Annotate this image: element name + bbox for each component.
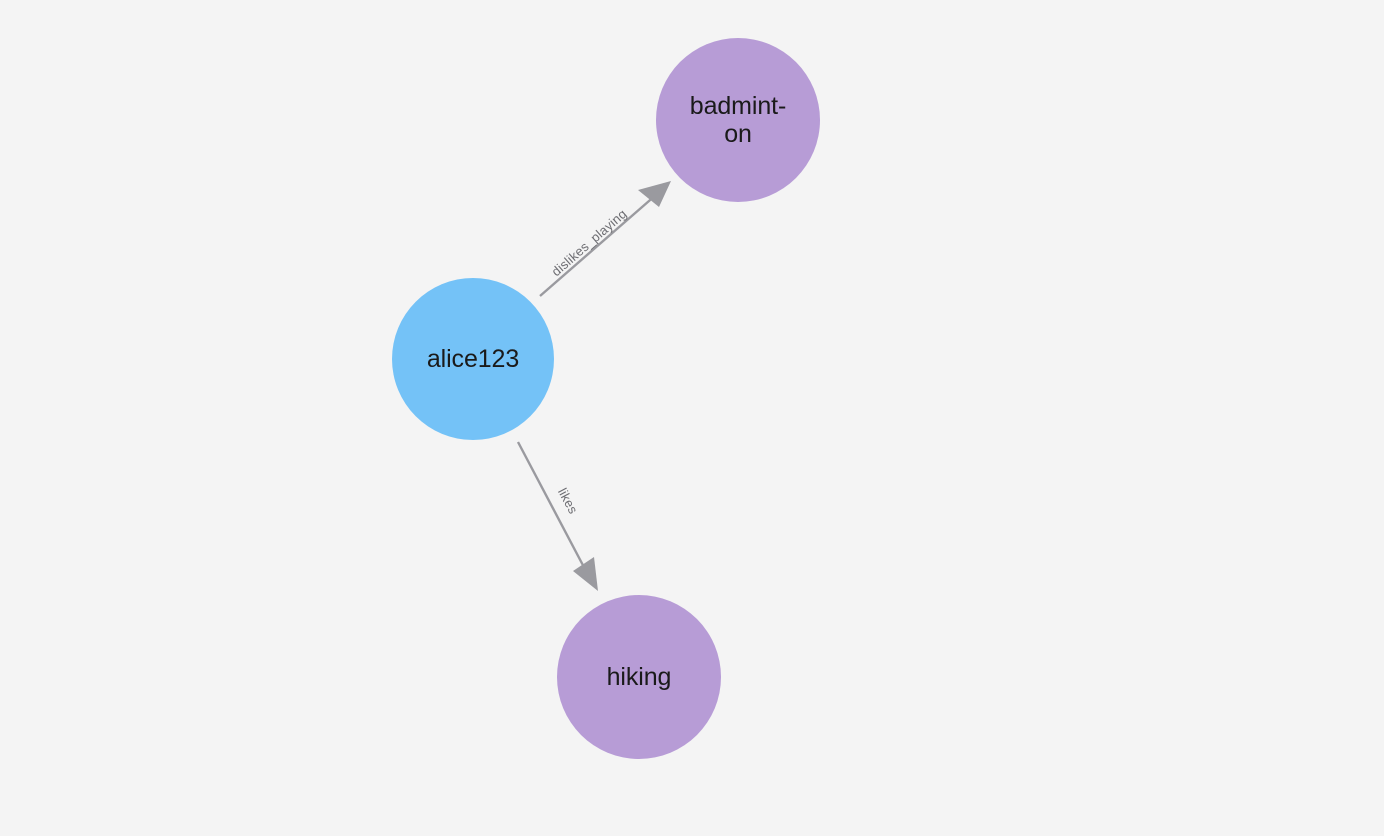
edge-likes[interactable]: likes	[516, 441, 598, 591]
graph-node-badminton-label: badmint- on	[689, 92, 787, 148]
graph-node-alice123-label: alice123	[426, 345, 520, 373]
edge-dislikes-playing-arrowhead	[638, 181, 671, 207]
edge-dislikes-playing-label: dislikes_playing	[549, 206, 630, 279]
graph-node-badminton[interactable]: badmint- on	[656, 38, 820, 202]
graph-node-hiking-label: hiking	[606, 663, 672, 691]
edge-likes-label: likes	[555, 485, 581, 516]
graph-node-alice123[interactable]: alice123	[392, 278, 554, 440]
edge-dislikes-playing-line	[539, 193, 658, 297]
edge-likes-arrowhead	[573, 557, 598, 591]
edge-likes-line	[516, 441, 588, 572]
graph-node-hiking[interactable]: hiking	[557, 595, 721, 759]
edge-dislikes-playing[interactable]: dislikes_playing	[539, 181, 671, 297]
